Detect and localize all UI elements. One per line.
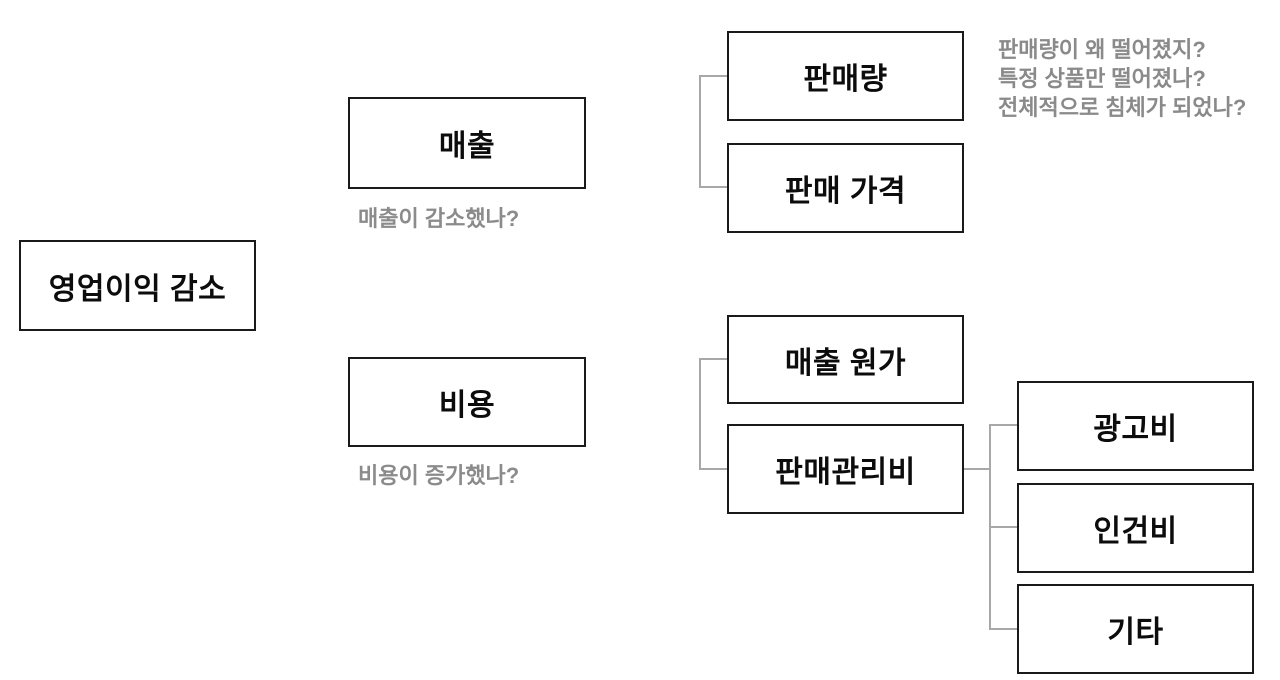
node-operating-profit-decrease: 영업이익 감소: [19, 240, 256, 331]
connector-cost-children-vertical: [699, 358, 701, 470]
caption-cost-question: 비용이 증가했나?: [358, 463, 520, 488]
connector-to-etc: [989, 628, 1017, 630]
node-cogs: 매출 원가: [727, 315, 964, 404]
connector-to-sales-price: [699, 186, 727, 188]
annotation-sales-volume-questions: 판매량이 왜 떨어졌지? 특정 상품만 떨어졌나? 전체적으로 침체가 되었나?: [998, 35, 1246, 122]
node-sales-price: 판매 가격: [727, 143, 964, 233]
connector-revenue-children-vertical: [699, 75, 701, 188]
node-etc: 기타: [1017, 584, 1254, 674]
annotation-line-3: 전체적으로 침체가 되었나?: [998, 95, 1247, 120]
connector-to-labor-cost: [989, 526, 1017, 528]
node-labor-cost: 인건비: [1017, 483, 1254, 573]
annotation-line-2: 특정 상품만 떨어졌나?: [998, 66, 1206, 91]
caption-revenue-question: 매출이 감소했나?: [358, 206, 520, 231]
connector-to-cogs: [699, 358, 727, 360]
node-sga-expense: 판매관리비: [727, 424, 964, 514]
node-ad-cost: 광고비: [1017, 381, 1254, 471]
connector-to-ad-cost: [989, 424, 1017, 426]
connector-to-sga: [699, 468, 727, 470]
connector-from-sga: [964, 468, 990, 470]
node-sales-volume: 판매량: [727, 31, 964, 121]
connector-to-sales-volume: [699, 75, 727, 77]
node-revenue: 매출: [348, 97, 586, 189]
annotation-line-1: 판매량이 왜 떨어졌지?: [998, 37, 1206, 62]
node-cost: 비용: [348, 357, 586, 447]
